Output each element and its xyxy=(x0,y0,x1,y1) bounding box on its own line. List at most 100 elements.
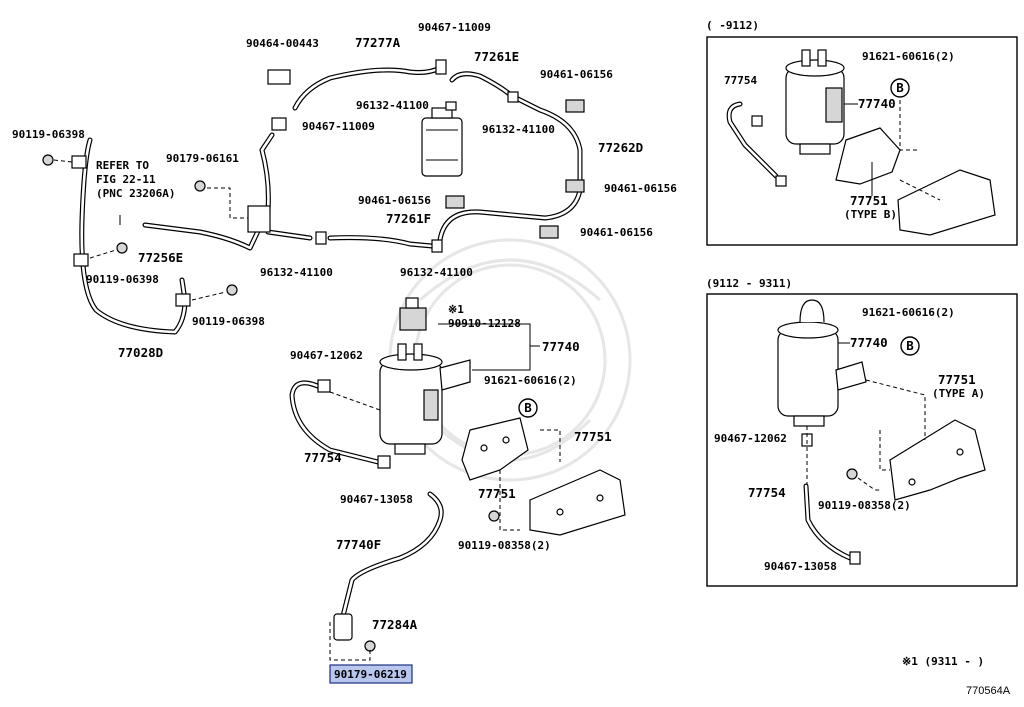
inset-top-callout-b xyxy=(890,78,910,98)
hose-77262d[interactable] xyxy=(437,71,583,243)
label-77261f[interactable]: 77261F xyxy=(386,211,431,226)
label-90119-08358[interactable]: 90119-08358(2) xyxy=(458,539,551,552)
clip-90467-11009-mid[interactable] xyxy=(271,117,287,131)
inset-bottom-callout-b-text: B xyxy=(906,338,914,353)
clip-90461-06156-a[interactable] xyxy=(565,99,585,113)
bolt-90119-06398-b[interactable] xyxy=(116,242,128,254)
label-90119-06398-c[interactable]: 90119-06398 xyxy=(192,315,265,328)
clip-90464-00443[interactable] xyxy=(267,69,291,85)
label-77028d[interactable]: 77028D xyxy=(118,345,163,360)
clamp-96132-41100-b[interactable] xyxy=(507,91,519,103)
label-90179-06219[interactable]: 90179-06219 xyxy=(334,668,407,681)
footnote: ※1 (9311 - ) xyxy=(902,655,984,668)
inset-top-bracket[interactable] xyxy=(835,127,996,236)
leader-90119-06398-c xyxy=(191,291,227,301)
label-90467-13058[interactable]: 90467-13058 xyxy=(340,493,413,506)
inset-top: ( -9112) B 77754 91621-60616 xyxy=(706,19,1018,246)
inset-bottom-label-77754[interactable]: 77754 xyxy=(748,485,786,500)
clamp-96132-41100-a[interactable] xyxy=(445,101,457,111)
label-90461-06156-c[interactable]: 90461-06156 xyxy=(358,194,431,207)
refer-note-line1: REFER TO xyxy=(96,159,149,172)
label-77740[interactable]: 77740 xyxy=(542,339,580,354)
inset-bottom-canister[interactable] xyxy=(777,299,867,427)
inset-top-leader xyxy=(899,100,920,151)
label-90461-06156-b[interactable]: 90461-06156 xyxy=(604,182,677,195)
filter-77284a[interactable] xyxy=(333,613,353,641)
inset-top-label-77754[interactable]: 77754 xyxy=(724,74,757,87)
hose-77277a[interactable] xyxy=(292,65,443,111)
label-96132-41100-b[interactable]: 96132-41100 xyxy=(482,123,555,136)
inset-top-callout-b-text: B xyxy=(896,80,904,95)
hose-77754[interactable] xyxy=(289,380,381,465)
hose-77261f[interactable] xyxy=(327,235,435,249)
pipe-77028d[interactable] xyxy=(79,137,188,335)
label-77740f[interactable]: 77740F xyxy=(336,537,381,552)
inset-bottom-label-91621-60616[interactable]: 91621-60616(2) xyxy=(862,306,955,319)
clamp-90467-12062[interactable] xyxy=(317,379,331,393)
inset-top-label-77751[interactable]: 77751 xyxy=(850,193,888,208)
label-77284a[interactable]: 77284A xyxy=(372,617,418,632)
label-90179-06161[interactable]: 90179-06161 xyxy=(166,152,239,165)
clip-90461-06156-c[interactable] xyxy=(445,195,465,209)
inset-bottom-label-77740[interactable]: 77740 xyxy=(850,335,888,350)
line-77740f[interactable] xyxy=(339,491,444,623)
bolt-90119-08358[interactable] xyxy=(488,510,500,522)
bolt-90179-06161[interactable] xyxy=(194,180,206,192)
label-77754[interactable]: 77754 xyxy=(304,450,342,465)
label-77277a[interactable]: 77277A xyxy=(355,35,401,50)
label-90467-11009-top[interactable]: 90467-11009 xyxy=(418,21,491,34)
inset-top-clamp-b xyxy=(775,175,787,187)
inset-bottom-bracket[interactable] xyxy=(889,419,986,501)
clip-90461-06156-b[interactable] xyxy=(565,179,585,193)
bolt-90179-06219[interactable] xyxy=(364,640,376,652)
clamp-90467-13058[interactable] xyxy=(377,455,391,469)
inset-top-label-77740[interactable]: 77740 xyxy=(858,96,896,111)
canister-77740[interactable] xyxy=(379,343,471,455)
figure-id: 770564A xyxy=(966,685,1011,697)
label-90461-06156-d[interactable]: 90461-06156 xyxy=(580,226,653,239)
label-90461-06156-a[interactable]: 90461-06156 xyxy=(540,68,613,81)
inset-bottom: (9112 - 9311) B 91621-60616 xyxy=(706,277,1018,587)
label-90119-06398-a[interactable]: 90119-06398 xyxy=(12,128,85,141)
inset-top-hose[interactable] xyxy=(726,101,779,179)
label-96132-41100-a[interactable]: 96132-41100 xyxy=(356,99,429,112)
label-90464-00443[interactable]: 90464-00443 xyxy=(246,37,319,50)
label-91621-60616[interactable]: 91621-60616(2) xyxy=(484,374,577,387)
bracket-77751-b[interactable] xyxy=(529,469,626,536)
label-77751-a[interactable]: 77751 xyxy=(574,429,612,444)
inset-bottom-bolt[interactable] xyxy=(846,468,858,480)
inset-top-canister[interactable] xyxy=(785,49,845,155)
label-77262d[interactable]: 77262D xyxy=(598,140,643,155)
clip-90467-11009-top[interactable] xyxy=(435,59,447,75)
label-77261e[interactable]: 77261E xyxy=(474,49,519,64)
inset-top-leader-b xyxy=(899,179,941,201)
inset-bottom-callout-b xyxy=(900,336,920,356)
label-90467-12062[interactable]: 90467-12062 xyxy=(290,349,363,362)
clip-90461-06156-d[interactable] xyxy=(539,225,559,239)
refer-note-line2: FIG 22-11 xyxy=(96,173,156,186)
bolt-90119-06398-a[interactable] xyxy=(42,154,54,166)
label-77751-b[interactable]: 77751 xyxy=(478,486,516,501)
label-90910-12128[interactable]: 90910-12128 xyxy=(448,317,521,330)
inset-top-label-type: (TYPE B) xyxy=(844,208,897,221)
bracket-77751-a[interactable] xyxy=(461,417,529,481)
inset-bottom-label-90119-08358[interactable]: 90119-08358(2) xyxy=(818,499,911,512)
vsv-90910-12128[interactable] xyxy=(399,297,427,331)
label-90119-06398-b[interactable]: 90119-06398 xyxy=(86,273,159,286)
label-96132-41100-c[interactable]: 96132-41100 xyxy=(260,266,333,279)
callout-b-text: B xyxy=(524,400,532,415)
inset-bottom-hose[interactable] xyxy=(803,483,853,561)
inset-bottom-label-90467-13058[interactable]: 90467-13058 xyxy=(764,560,837,573)
bolt-90119-06398-c[interactable] xyxy=(226,284,238,296)
clamp-96132-41100-c[interactable] xyxy=(315,231,327,245)
inset-bottom-label-77751[interactable]: 77751 xyxy=(938,372,976,387)
fuel-filter[interactable] xyxy=(421,107,463,177)
label-90467-11009-mid[interactable]: 90467-11009 xyxy=(302,120,375,133)
clamp-96132-41100-d[interactable] xyxy=(431,239,443,253)
leader-90179-06161 xyxy=(200,187,248,219)
label-96132-41100-d[interactable]: 96132-41100 xyxy=(400,266,473,279)
inset-top-label-91621-60616[interactable]: 91621-60616(2) xyxy=(862,50,955,63)
junction-bracket xyxy=(247,205,271,233)
inset-bottom-label-90467-12062[interactable]: 90467-12062 xyxy=(714,432,787,445)
label-77256e[interactable]: 77256E xyxy=(138,250,183,265)
